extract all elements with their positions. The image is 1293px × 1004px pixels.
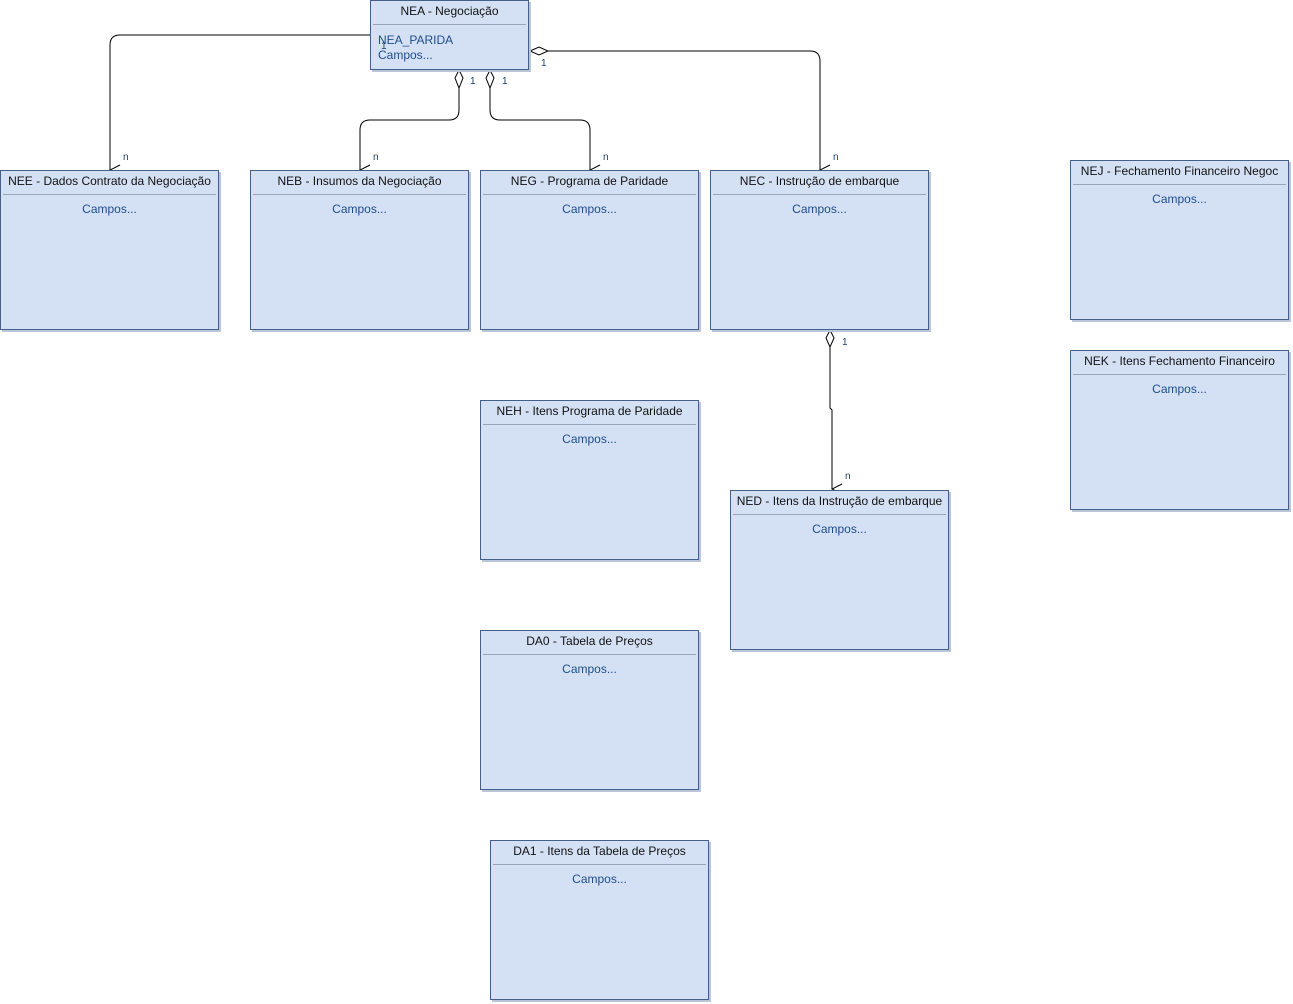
entity-fields-link[interactable]: Campos... bbox=[812, 522, 867, 536]
entity-nee[interactable]: NEE - Dados Contrato da Negociação Campo… bbox=[0, 170, 219, 330]
entity-fields-link[interactable]: Campos... bbox=[1152, 382, 1207, 396]
entity-fields-link[interactable]: Campos... bbox=[562, 202, 617, 216]
multiplicity-label: n bbox=[845, 471, 851, 482]
entity-nej[interactable]: NEJ - Fechamento Financeiro Negoc Campos… bbox=[1070, 160, 1289, 320]
entity-title: NEC - Instrução de embarque bbox=[713, 171, 926, 195]
entity-fields-link[interactable]: Campos... bbox=[792, 202, 847, 216]
multiplicity-label: n bbox=[603, 152, 609, 163]
entity-title: NEK - Itens Fechamento Financeiro bbox=[1073, 351, 1286, 375]
entity-neh[interactable]: NEH - Itens Programa de Paridade Campos.… bbox=[480, 400, 699, 560]
entity-title: NEB - Insumos da Negociação bbox=[253, 171, 466, 195]
multiplicity-label: 1 bbox=[541, 58, 547, 69]
entity-fields-link[interactable]: Campos... bbox=[572, 872, 627, 886]
entity-fields-link[interactable]: Campos... bbox=[1152, 192, 1207, 206]
aggregation-diamond-icon bbox=[528, 46, 550, 56]
connector-nea-nec[interactable] bbox=[548, 50, 820, 170]
connector-nea-nee[interactable] bbox=[110, 34, 370, 170]
entity-title: NEG - Programa de Paridade bbox=[483, 171, 696, 195]
multiplicity-label: 1 bbox=[502, 76, 508, 87]
multiplicity-label: n bbox=[373, 152, 379, 163]
entity-field[interactable]: NEA_PARIDA bbox=[378, 33, 454, 47]
entity-neb[interactable]: NEB - Insumos da Negociação Campos... bbox=[250, 170, 469, 330]
connector-nea-neg[interactable] bbox=[489, 88, 590, 170]
entity-fields-link[interactable]: Campos... bbox=[378, 48, 433, 62]
connector-nea-neb[interactable] bbox=[360, 88, 460, 170]
multiplicity-label: 1 bbox=[381, 41, 387, 52]
entity-fields-link[interactable]: Campos... bbox=[82, 202, 137, 216]
connector-nec-ned[interactable] bbox=[829, 347, 832, 489]
aggregation-diamond-icon bbox=[485, 68, 495, 90]
entity-da1[interactable]: DA1 - Itens da Tabela de Preços Campos..… bbox=[490, 840, 709, 1000]
entity-da0[interactable]: DA0 - Tabela de Preços Campos... bbox=[480, 630, 699, 790]
entity-neg[interactable]: NEG - Programa de Paridade Campos... bbox=[480, 170, 699, 330]
entity-title: NEJ - Fechamento Financeiro Negoc bbox=[1073, 161, 1286, 185]
entity-title: NEH - Itens Programa de Paridade bbox=[483, 401, 696, 425]
entity-fields-link[interactable]: Campos... bbox=[332, 202, 387, 216]
entity-title: DA0 - Tabela de Preços bbox=[483, 631, 696, 655]
entity-title: NEA - Negociação bbox=[373, 1, 526, 25]
entity-title: DA1 - Itens da Tabela de Preços bbox=[493, 841, 706, 865]
multiplicity-label: 1 bbox=[470, 76, 476, 87]
entity-nea[interactable]: NEA - Negociação NEA_PARIDA Campos... bbox=[370, 0, 529, 70]
entity-title: NED - Itens da Instrução de embarque bbox=[733, 491, 946, 515]
entity-ned[interactable]: NED - Itens da Instrução de embarque Cam… bbox=[730, 490, 949, 650]
entity-nec[interactable]: NEC - Instrução de embarque Campos... bbox=[710, 170, 929, 330]
aggregation-diamond-icon bbox=[825, 328, 835, 349]
multiplicity-label: n bbox=[123, 152, 129, 163]
entity-fields-link[interactable]: Campos... bbox=[562, 432, 617, 446]
entity-title: NEE - Dados Contrato da Negociação bbox=[3, 171, 216, 195]
entity-nek[interactable]: NEK - Itens Fechamento Financeiro Campos… bbox=[1070, 350, 1289, 510]
multiplicity-label: n bbox=[833, 152, 839, 163]
aggregation-diamond-icon bbox=[454, 68, 464, 90]
multiplicity-label: 1 bbox=[842, 337, 848, 348]
entity-fields-link[interactable]: Campos... bbox=[562, 662, 617, 676]
